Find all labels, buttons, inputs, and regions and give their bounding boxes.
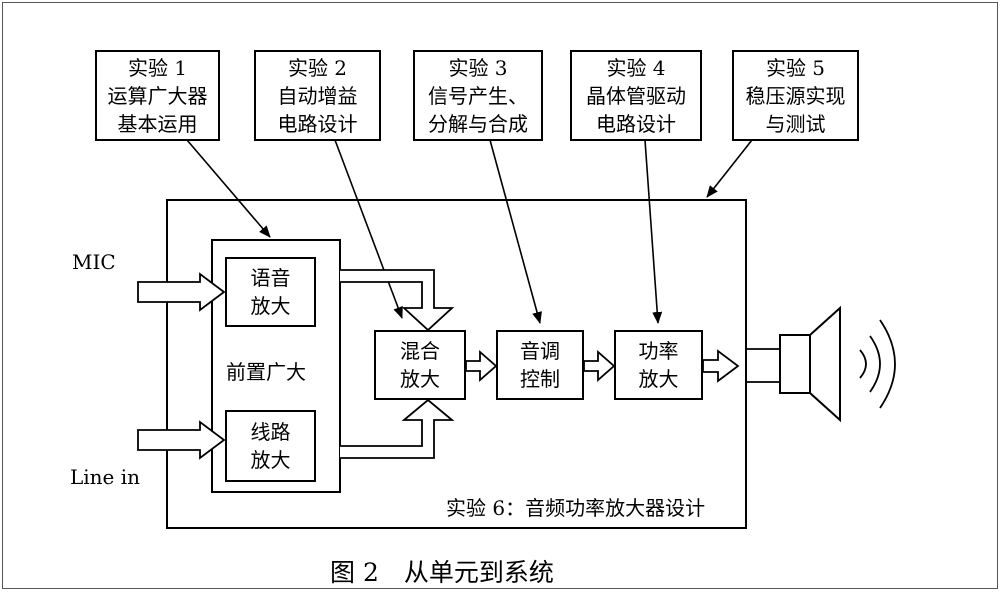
tone-to-power-arrow xyxy=(583,350,616,382)
tone-control-box: 音调 控制 xyxy=(496,330,584,400)
experiment-1-line-2: 基本运用 xyxy=(117,111,198,136)
preamp-label: 前置广大 xyxy=(226,360,306,384)
power-amp-line-1: 功率 xyxy=(638,339,679,363)
experiment-box-5: 实验 5 稳压源实现 与测试 xyxy=(732,50,859,141)
experiment-4-title: 实验 4 xyxy=(606,55,666,80)
output-lines xyxy=(746,348,780,383)
experiment-box-3: 实验 3 信号产生、 分解与合成 xyxy=(413,50,543,141)
experiment-2-title: 实验 2 xyxy=(287,55,348,80)
experiment-5-title: 实验 5 xyxy=(765,55,826,80)
experiment-5-line-2: 与测试 xyxy=(765,111,826,136)
figure-caption: 图 2 从单元到系统 xyxy=(330,558,554,587)
speaker-body xyxy=(779,334,811,394)
experiment-box-1: 实验 1 运算广大器 基本运用 xyxy=(95,50,220,141)
exp5-arrow xyxy=(706,139,753,198)
preamp-box xyxy=(211,239,341,493)
sound-wave-2 xyxy=(869,335,881,393)
exp3-arrow xyxy=(489,139,542,324)
experiment-1-line-1: 运算广大器 xyxy=(107,83,208,108)
exp4-arrow xyxy=(644,139,663,324)
sound-wave-3 xyxy=(879,319,896,409)
experiment-3-line-1: 信号产生、 xyxy=(428,83,528,108)
voice-amp-line-1: 语音 xyxy=(250,266,291,290)
voice-amp-line-2: 放大 xyxy=(250,294,291,318)
experiment-box-4: 实验 4 晶体管驱动 电路设计 xyxy=(570,50,702,141)
exp1-arrow xyxy=(186,139,271,238)
power-amp-line-2: 放大 xyxy=(638,367,679,391)
speaker-cone xyxy=(809,305,841,423)
linein-input-arrow xyxy=(137,420,226,460)
experiment-3-title: 实验 3 xyxy=(448,55,508,80)
experiment-box-2: 实验 2 自动增益 电路设计 xyxy=(254,50,381,141)
voice-amp-box: 语音 放大 xyxy=(225,257,316,327)
experiment-5-line-1: 稳压源实现 xyxy=(745,83,846,108)
experiment-4-line-1: 晶体管驱动 xyxy=(586,83,686,108)
line-to-mix-path xyxy=(340,398,455,459)
experiment-2-line-2: 电路设计 xyxy=(277,111,358,136)
line-amp-box: 线路 放大 xyxy=(225,410,316,482)
experiment-2-line-1: 自动增益 xyxy=(277,83,358,108)
tone-control-line-1: 音调 xyxy=(520,339,560,363)
power-amp-box: 功率 放大 xyxy=(614,330,703,400)
linein-label: Line in xyxy=(70,465,141,489)
sound-wave-1 xyxy=(859,349,867,379)
system-caption: 实验 6：音频功率放大器设计 xyxy=(446,496,706,520)
mic-label: MIC xyxy=(72,250,116,274)
exp2-arrow xyxy=(334,139,403,319)
experiment-4-line-2: 电路设计 xyxy=(596,111,676,136)
experiment-3-line-2: 分解与合成 xyxy=(428,111,528,136)
experiment-1-title: 实验 1 xyxy=(127,55,188,80)
mix-amp-box: 混合 放大 xyxy=(374,330,466,400)
mix-to-tone-arrow xyxy=(465,350,498,382)
mix-amp-line-1: 混合 xyxy=(400,339,440,363)
line-amp-line-1: 线路 xyxy=(250,420,291,444)
mix-amp-line-2: 放大 xyxy=(400,367,440,391)
tone-control-line-2: 控制 xyxy=(520,367,560,391)
voice-to-mix-path xyxy=(339,265,455,332)
line-amp-line-2: 放大 xyxy=(250,448,291,472)
power-to-output-arrow xyxy=(702,349,740,383)
mic-input-arrow xyxy=(137,272,226,312)
system-box xyxy=(166,199,747,529)
